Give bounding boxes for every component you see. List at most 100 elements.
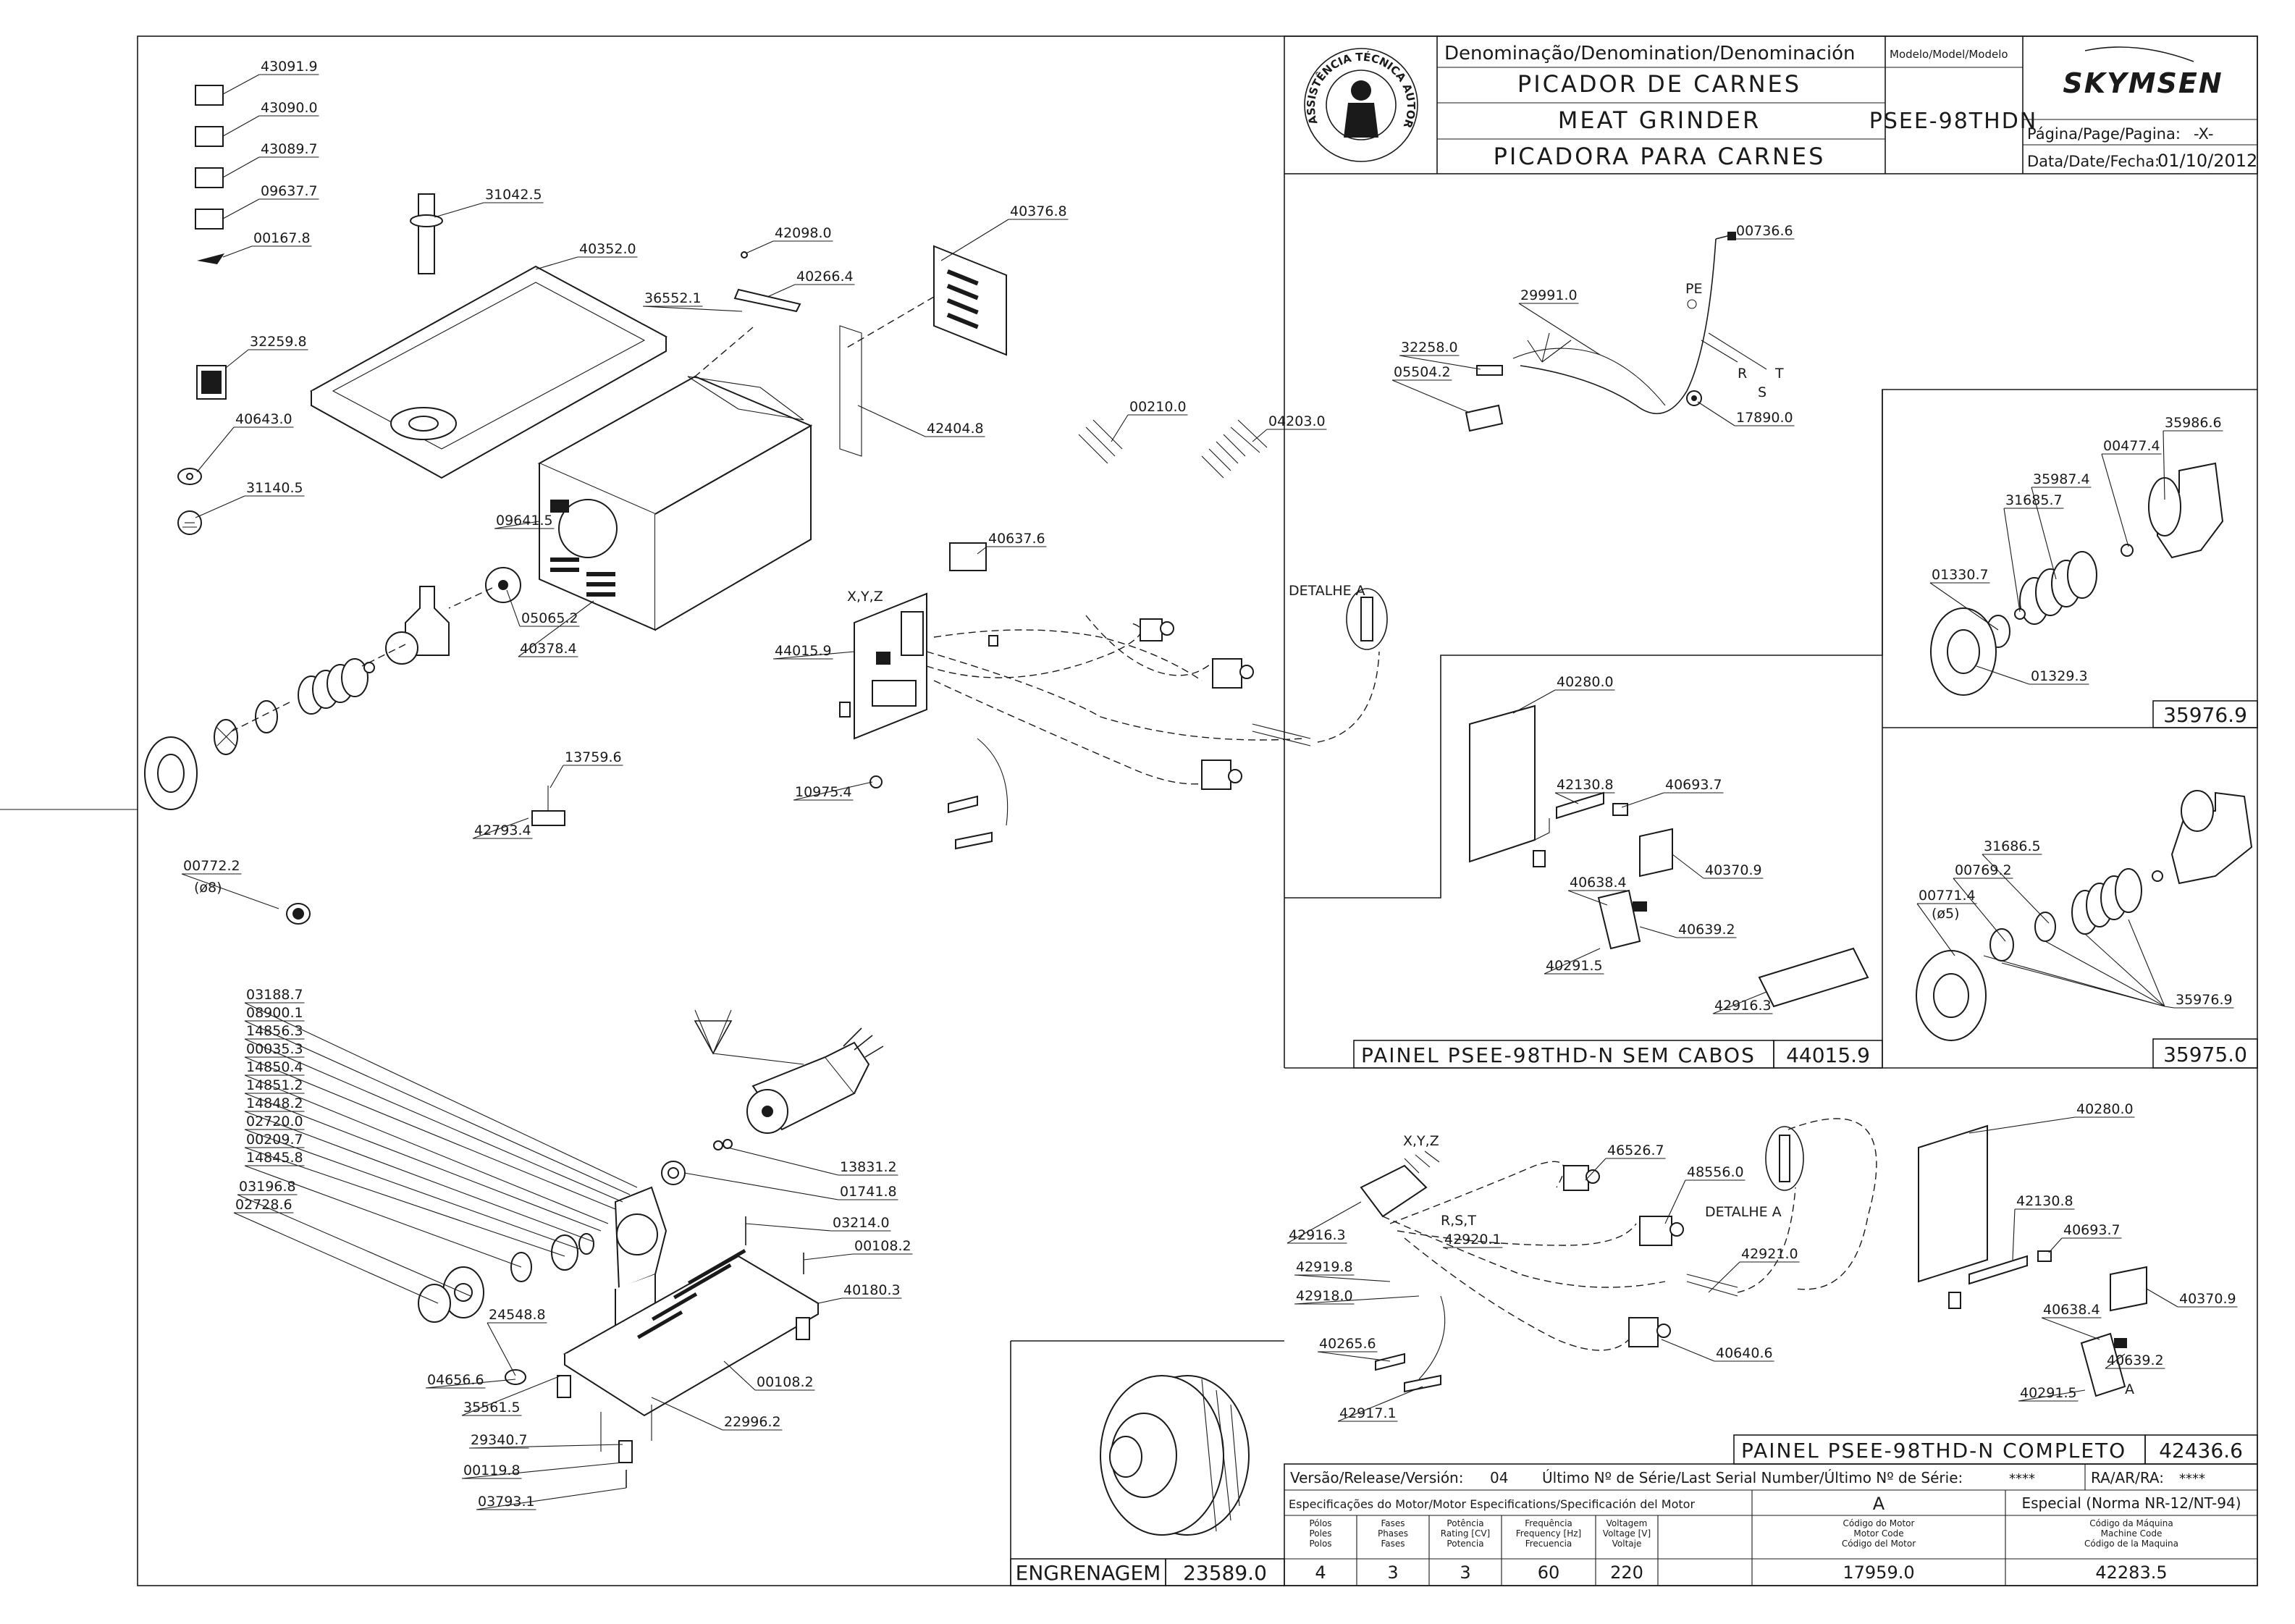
part-number-label: 00477.4	[2103, 438, 2160, 454]
diagram-annotation: A	[2125, 1381, 2134, 1397]
part-number-label: 40639.2	[1678, 922, 1735, 938]
part-number-label: 42918.0	[1296, 1288, 1353, 1304]
part-number-label: 03188.7	[246, 987, 303, 1003]
page-label: Página/Page/Pagina:	[2027, 125, 2181, 143]
spec-col-header: Rating [CV]	[1441, 1528, 1490, 1539]
gear-label: ENGRENAGEM	[1016, 1561, 1161, 1585]
part-number-label: 29340.7	[471, 1432, 528, 1448]
power-cable-assembly	[1465, 232, 1767, 432]
leader-line	[2164, 1006, 2175, 1009]
part-number-label: 09637.7	[261, 183, 318, 199]
part-number-label: 14856.3	[246, 1023, 303, 1039]
part-number-label: 46526.7	[1607, 1143, 1664, 1158]
diagram-annotation: PE	[1685, 281, 1702, 297]
leader-line	[244, 1093, 602, 1232]
grinder-head-35975	[1916, 790, 2253, 1041]
diagram-annotation: DETALHE A	[1289, 583, 1365, 599]
leader-line	[518, 600, 594, 657]
panel-sem-cabos-code: 44015.9	[1786, 1043, 1870, 1067]
part-number-label: 04656.6	[427, 1372, 484, 1388]
part-number-label: 01330.7	[1932, 567, 1989, 583]
spec-col-header: Frequência	[1525, 1518, 1572, 1528]
version-value: 04	[1490, 1469, 1508, 1486]
leader-line	[222, 74, 260, 95]
spec-col-header: Poles	[1309, 1528, 1331, 1539]
part-number-label: 13759.6	[565, 749, 622, 765]
diagram-annotation: (ø8)	[194, 880, 222, 896]
part-callouts: 43091.943090.043089.709637.700167.832259…	[181, 59, 2238, 1510]
grinder-head-35976	[1930, 462, 2224, 696]
leader-line	[472, 817, 529, 839]
special-norm: Especial (Norma NR-12/NT-94)	[2021, 1494, 2241, 1512]
leader-line	[233, 1212, 439, 1304]
part-number-label: 43089.7	[261, 141, 318, 157]
part-number-label: 42920.1	[1444, 1232, 1502, 1248]
leader-line	[461, 1375, 562, 1416]
leader-line	[2012, 1208, 2016, 1261]
part-number-label: 40638.4	[1570, 875, 1627, 891]
leader-line	[1733, 237, 1735, 240]
panel-sem-cabos-titlebar: PAINEL PSEE-98THD-N SEM CABOS 44015.9	[1353, 1040, 1883, 1069]
gear-drawing	[1100, 1375, 1250, 1536]
leader-line	[494, 521, 540, 529]
leader-line	[195, 495, 245, 518]
leader-line	[237, 1194, 471, 1297]
part-number-label: 31140.5	[246, 480, 303, 496]
part-number-label: 40291.5	[1546, 958, 1603, 974]
spec-col-header: Phases	[1378, 1528, 1408, 1539]
leader-line	[1976, 665, 2030, 685]
leader-line	[651, 1397, 723, 1431]
part-number-label: 42130.8	[1557, 777, 1614, 793]
part-number-label: 05065.2	[521, 610, 578, 626]
leader-line	[977, 546, 988, 555]
leader-line	[1953, 878, 2006, 942]
panel-completo-code: 42436.6	[2159, 1439, 2243, 1463]
serial-label: Último Nº de Série/Last Serial Number/Úl…	[1542, 1469, 1963, 1486]
part-number-label: 42916.3	[1289, 1227, 1346, 1243]
leader-line	[1621, 792, 1664, 808]
part-number-label: 14845.8	[246, 1150, 303, 1166]
leader-line	[642, 306, 743, 312]
spec-col-value: 60	[1538, 1562, 1560, 1583]
part-number-label: 08900.1	[246, 1005, 303, 1021]
part-number-label: 00210.0	[1129, 399, 1187, 415]
spec-col-header: Código do Motor	[1843, 1518, 1915, 1528]
electric-panel-harness	[839, 542, 1388, 850]
spec-col-header: Voltage [V]	[1603, 1528, 1651, 1539]
leader-line	[803, 1253, 854, 1261]
part-number-label: 40640.6	[1716, 1345, 1773, 1361]
part-number-label: 42916.3	[1714, 998, 1772, 1014]
spec-col-header: Machine Code	[2101, 1528, 2163, 1539]
leader-line	[2163, 430, 2165, 500]
part-number-label: 02720.0	[246, 1114, 303, 1129]
leader-line	[181, 873, 279, 909]
leader-line	[745, 240, 774, 254]
leader-line	[1287, 1201, 1362, 1244]
leader-line	[244, 1129, 580, 1250]
part-number-label: 42921.0	[1741, 1246, 1798, 1262]
part-number-label: 29991.0	[1520, 287, 1578, 303]
part-number-label: 24548.8	[489, 1307, 546, 1323]
spec-col-header: Frecuencia	[1525, 1539, 1572, 1549]
part-number-label: 35987.4	[2033, 471, 2090, 487]
leader-line	[1585, 1158, 1606, 1181]
leader-line	[1252, 429, 1268, 442]
svg-text:ASSISTÊNCIA TÉCNICA AUTORIZADA: ASSISTÊNCIA TÉCNICA AUTORIZADA	[0, 0, 1418, 130]
version-label: Versão/Release/Versión:	[1290, 1469, 1463, 1486]
part-number-label: 05504.2	[1394, 364, 1451, 380]
leader-line	[1697, 401, 1735, 426]
part-number-label: 14851.2	[246, 1077, 303, 1093]
leader-line	[772, 651, 855, 660]
leader-line	[723, 1360, 756, 1391]
page-value: -X-	[2194, 125, 2213, 143]
leader-line	[767, 284, 796, 298]
brand-logo: SKYMSEN	[2063, 67, 2223, 99]
part-number-label: 42919.8	[1296, 1259, 1353, 1275]
title-block: Denominação/Denomination/Denominación PI…	[0, 0, 2258, 174]
spec-col-header: Frequency [Hz]	[1516, 1528, 1582, 1539]
denomination-header: Denominação/Denomination/Denominación	[1444, 43, 1855, 64]
leader-line	[244, 1002, 638, 1188]
part-number-label: 40291.5	[2020, 1385, 2077, 1401]
spec-col-value: 4	[1315, 1562, 1326, 1583]
leader-line	[745, 1223, 832, 1232]
